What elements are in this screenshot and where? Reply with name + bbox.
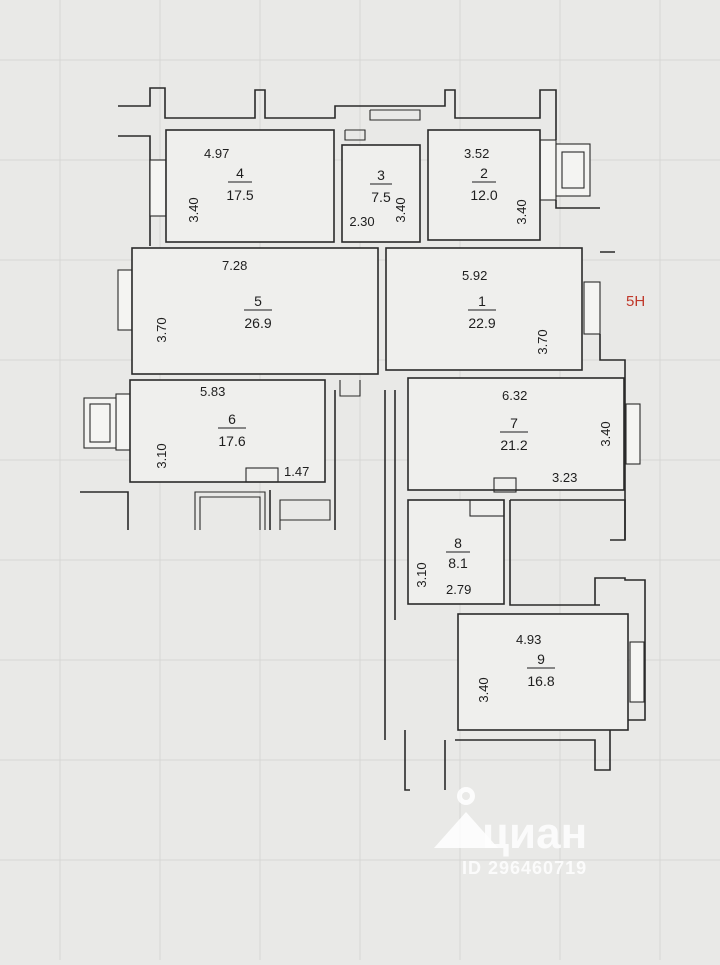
map-pin-icon [434, 787, 498, 848]
room-3-height: 3.40 [393, 197, 408, 222]
room-4-height: 3.40 [186, 197, 201, 222]
room-6-width: 5.83 [200, 384, 225, 399]
room-5-area: 26.9 [244, 315, 271, 331]
room-7-area: 21.2 [500, 437, 527, 453]
window-room-2 [539, 139, 557, 201]
room-7-height: 3.40 [598, 421, 613, 446]
room-9-number: 9 [537, 651, 545, 667]
room-4-labels: 4.97 4 17.5 3.40 [186, 146, 254, 223]
room-3 [341, 144, 421, 243]
room-6-fixture [245, 467, 279, 483]
room-2-labels: 3.52 2 12.0 3.40 [464, 146, 529, 225]
room-9-area: 16.8 [527, 673, 554, 689]
window-room-7 [625, 403, 641, 465]
room-6-labels: 5.83 6 17.6 3.10 1.47 [154, 384, 309, 479]
room-6-number: 6 [228, 411, 236, 427]
room-5-number: 5 [254, 293, 262, 309]
room-6-area: 17.6 [218, 433, 245, 449]
outer-walls [80, 87, 646, 791]
room-9-height: 3.40 [476, 677, 491, 702]
room-1-area: 22.9 [468, 315, 495, 331]
rooms [129, 129, 629, 731]
window-room-9 [629, 641, 645, 703]
room-7-extra-dim: 3.23 [552, 470, 577, 485]
room-5-labels: 7.28 5 26.9 3.70 [154, 258, 272, 343]
room-7-width: 6.32 [502, 388, 527, 403]
room-9-width: 4.93 [516, 632, 541, 647]
room-6 [129, 379, 326, 483]
watermark-id: ID 296460719 [462, 858, 587, 878]
window-room-4 [149, 159, 167, 217]
room-2-height: 3.40 [514, 199, 529, 224]
room-7-labels: 6.32 7 21.2 3.40 3.23 [500, 388, 613, 485]
room-1-labels: 5.92 1 22.9 3.70 [462, 268, 550, 355]
room-8-labels: 8 8.1 3.10 2.79 [414, 535, 471, 597]
room-2-number: 2 [480, 165, 488, 181]
room-8-area: 8.1 [448, 555, 468, 571]
window-room-5 [117, 269, 133, 331]
room-7-fixture [493, 477, 517, 493]
balcony-inner-room-6 [89, 403, 111, 443]
room-4 [165, 129, 335, 243]
room-2-area: 12.0 [470, 187, 497, 203]
watermark-brand: циан [482, 809, 587, 858]
room-5-height: 3.70 [154, 317, 169, 342]
room-6-height: 3.10 [154, 443, 169, 468]
room-1 [385, 247, 583, 371]
room-8-number: 8 [454, 535, 462, 551]
room-9 [457, 613, 629, 731]
room-3-area: 7.5 [371, 189, 391, 205]
room-3-width: 2.30 [349, 214, 374, 229]
watermark: циан ID 296460719 [434, 787, 587, 878]
room-3-labels: 3 7.5 2.30 3.40 [349, 167, 408, 229]
room-8-fixture [469, 499, 505, 517]
room-2-width: 3.52 [464, 146, 489, 161]
room-6-extra-dim: 1.47 [284, 464, 309, 479]
floor-label: 5Н [626, 293, 645, 310]
room-8-width: 2.79 [446, 582, 471, 597]
room-5 [131, 247, 379, 375]
window-room-1 [583, 281, 601, 335]
room-4-width: 4.97 [204, 146, 229, 161]
window-room-6 [115, 393, 131, 451]
room-4-area: 17.5 [226, 187, 253, 203]
room-8-height: 3.10 [414, 562, 429, 587]
room-4-number: 4 [236, 165, 244, 181]
room-1-height: 3.70 [535, 329, 550, 354]
room-3-number: 3 [377, 167, 385, 183]
room-7-number: 7 [510, 415, 518, 431]
windows [83, 139, 645, 703]
room-9-labels: 4.93 9 16.8 3.40 [476, 632, 555, 703]
balcony-inner-room-2 [561, 151, 585, 189]
room-5-width: 7.28 [222, 258, 247, 273]
room-1-width: 5.92 [462, 268, 487, 283]
room-1-number: 1 [478, 293, 486, 309]
room-2 [427, 129, 541, 241]
